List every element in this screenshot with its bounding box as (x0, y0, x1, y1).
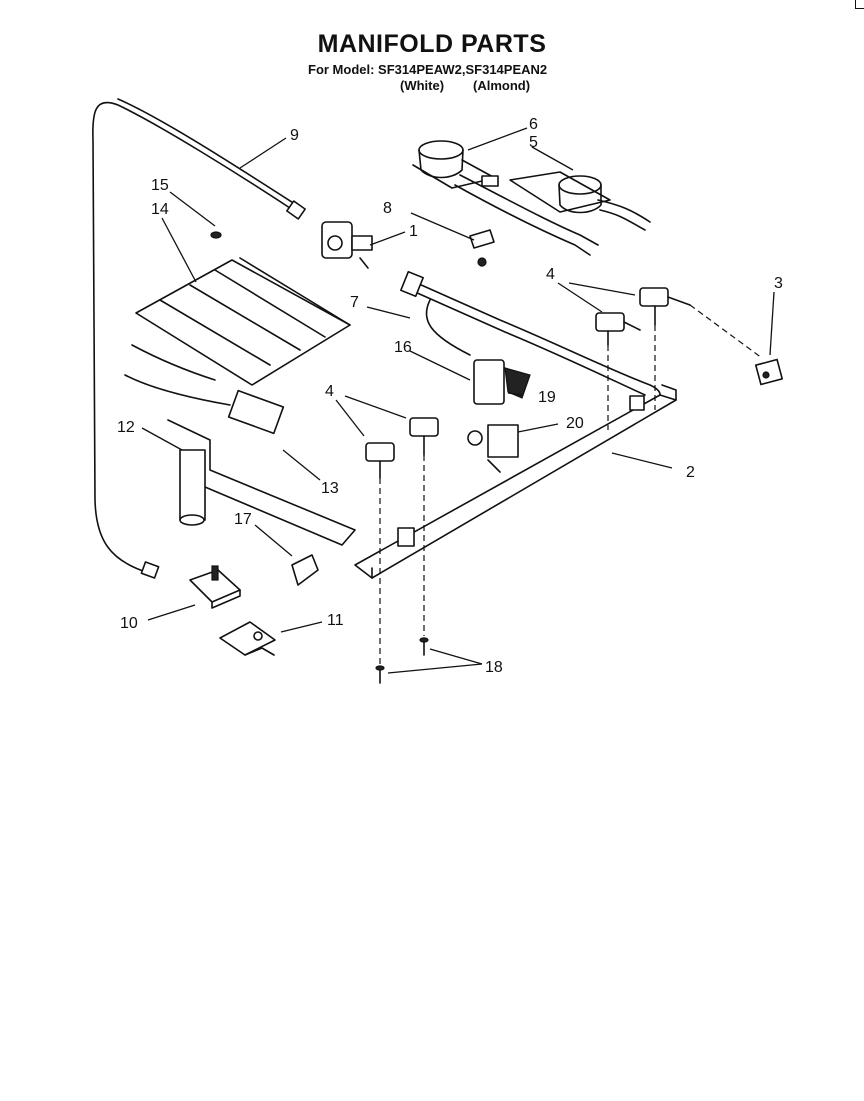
callout-3: 3 (774, 275, 783, 292)
callout-17: 17 (234, 511, 252, 528)
part-8-bracket (469, 229, 495, 267)
callout-16: 16 (394, 339, 412, 356)
part-6-burner-rear (412, 140, 599, 256)
part-13-igniter (124, 344, 285, 435)
part-14-burner-shield (135, 257, 351, 386)
callout-6: 6 (529, 116, 538, 133)
variant-white: (White) (400, 78, 445, 93)
part-3-clip (754, 358, 784, 386)
callout-12: 12 (117, 419, 135, 436)
part-16-valve-body (473, 359, 505, 405)
callout-1: 1 (409, 223, 418, 240)
callout-2: 2 (686, 464, 695, 481)
variant-almond: (Almond) (473, 78, 531, 93)
page-title: MANIFOLD PARTS (317, 30, 547, 58)
page-corner-mark (855, 0, 864, 9)
callout-15: 15 (151, 177, 169, 194)
part-4-valve-left-rear (409, 417, 439, 456)
part-5-burner-front (509, 171, 651, 231)
part-4-valve-front (595, 312, 641, 346)
part-9-gas-tube (92, 98, 306, 579)
part-12-burner-tube (167, 419, 356, 546)
callout-11: 11 (327, 612, 344, 629)
callout-5: 5 (529, 134, 538, 151)
part-1-regulator (321, 221, 373, 269)
part-4-valve-left-front (365, 442, 395, 479)
part-11-bracket (219, 621, 276, 656)
callout-4-right: 4 (546, 266, 555, 283)
callout-13: 13 (321, 480, 339, 497)
callout-9: 9 (290, 127, 299, 144)
part-15-fastener (210, 231, 222, 239)
callout-14: 14 (151, 201, 169, 218)
callout-4-left: 4 (325, 383, 334, 400)
leader-lines (141, 127, 775, 674)
part-2-manifold-rail (354, 384, 677, 579)
callout-10: 10 (120, 615, 138, 632)
part-10-mount (189, 565, 241, 609)
callout-19: 19 (538, 389, 556, 406)
part-18-screws (375, 637, 429, 684)
part-4-valve-rear (639, 287, 763, 359)
part-7-manifold-pipe (400, 270, 661, 406)
part-17-clip (291, 554, 319, 586)
part-20-switch (467, 424, 519, 473)
callout-8: 8 (383, 200, 392, 217)
model-numbers: For Model: SF314PEAW2,SF314PEAN2 (308, 62, 548, 77)
callout-18: 18 (485, 659, 503, 676)
callout-7: 7 (350, 294, 359, 311)
callout-20: 20 (566, 415, 584, 432)
part-19-cap (504, 367, 531, 399)
